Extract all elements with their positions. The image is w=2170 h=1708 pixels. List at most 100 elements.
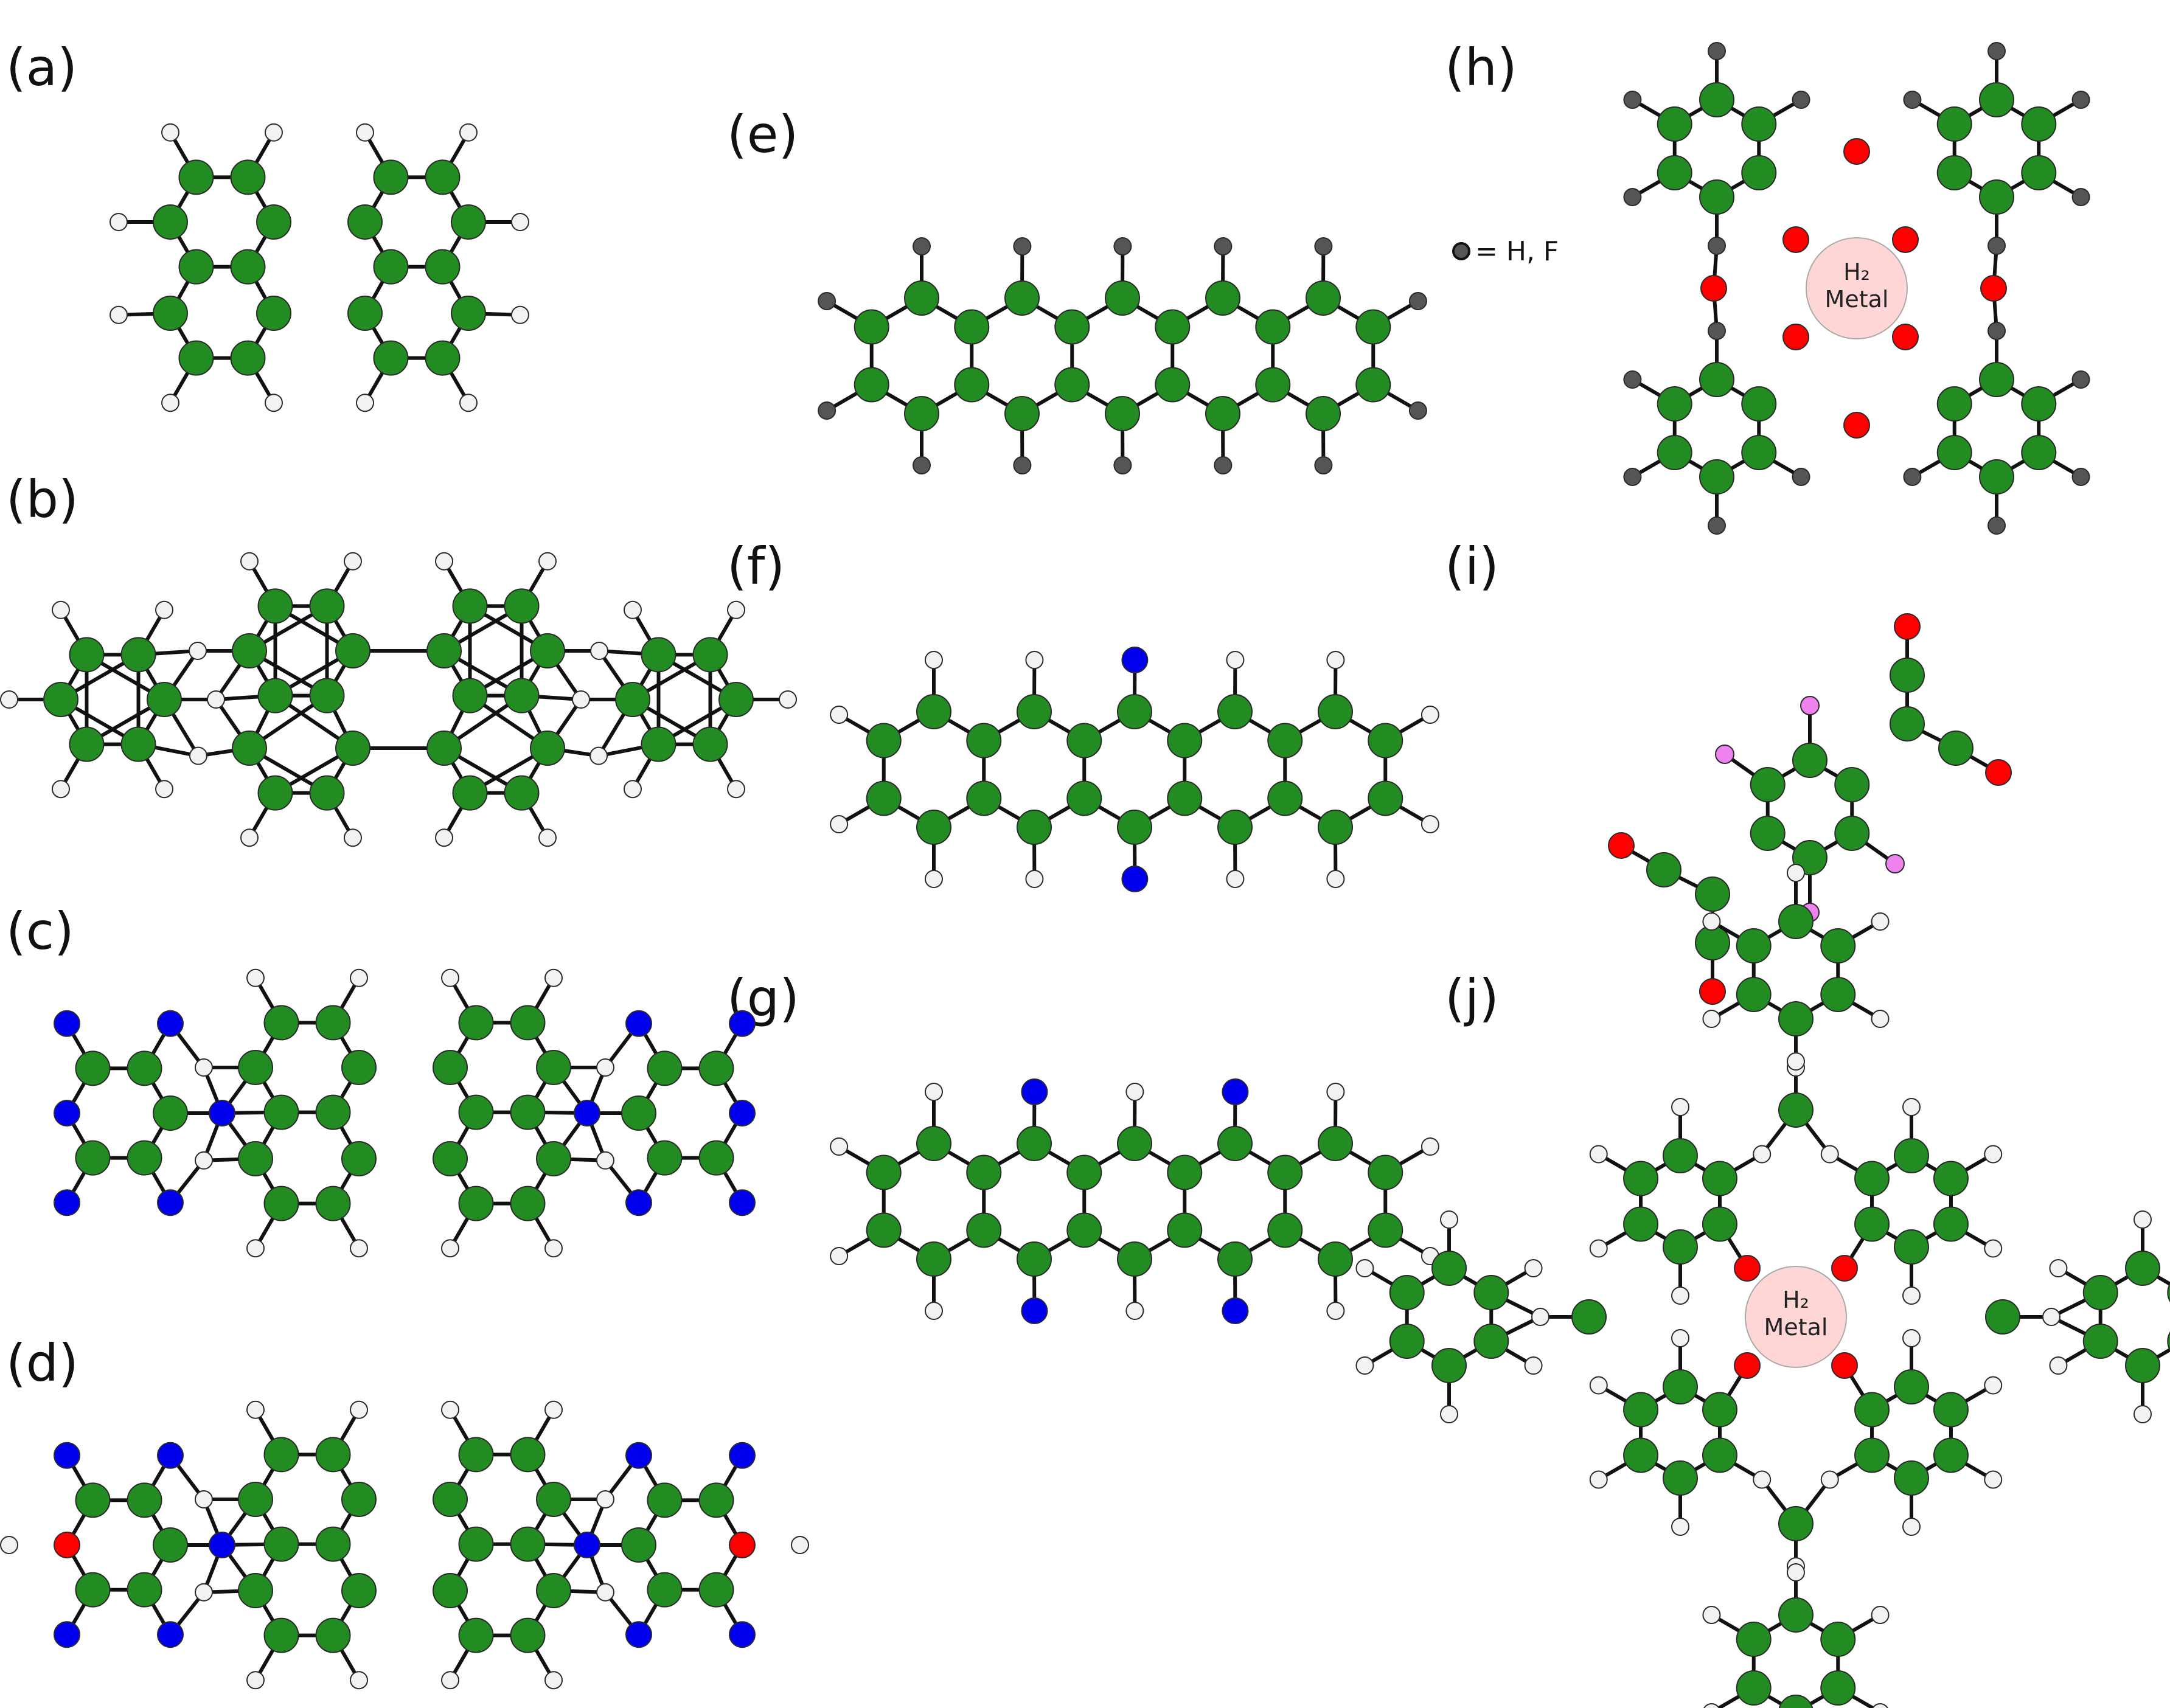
carbon-atom: [510, 1617, 546, 1653]
h-or-f-atom: [2071, 468, 2090, 486]
carbon-atom: [1736, 977, 1772, 1012]
carbon-atom: [1431, 1348, 1467, 1383]
carbon-atom: [615, 682, 650, 717]
carbon-atom: [1318, 694, 1353, 729]
atoms: [54, 968, 756, 1258]
carbon-atom: [866, 1212, 902, 1248]
hydrogen-atom: [830, 1247, 849, 1265]
carbon-atom: [315, 1186, 351, 1221]
carbon-atom: [1985, 1299, 2020, 1335]
h-or-f-atom: [1708, 516, 1726, 535]
carbon-atom: [315, 1094, 351, 1130]
carbon-atom: [1368, 1212, 1403, 1248]
oxygen-atom: [1831, 1352, 1858, 1379]
hydrogen-atom: [1531, 1308, 1549, 1326]
metal-center-h: H₂ Metal: [1806, 237, 1908, 339]
hydrogen-atom: [596, 1058, 614, 1077]
carbon-atom: [866, 780, 902, 816]
h-or-f-atom: [1013, 456, 1032, 474]
carbon-atom: [692, 726, 728, 762]
carbon-atom: [147, 682, 182, 717]
hydrogen-atom: [779, 690, 797, 709]
carbon-atom: [1657, 386, 1692, 422]
nitrogen-atom: [157, 1621, 184, 1648]
nitrogen-atom: [625, 1189, 652, 1217]
hydrogen-atom: [1902, 1518, 1921, 1536]
carbon-atom: [1389, 1324, 1425, 1359]
carbon-atom: [1741, 106, 1777, 142]
molecule-h: [1623, 42, 2090, 535]
carbon-atom: [954, 309, 990, 345]
carbon-atom: [1979, 362, 2014, 397]
hydrogen-atom: [356, 123, 374, 142]
nitrogen-atom: [574, 1532, 600, 1558]
carbon-atom: [1167, 780, 1203, 816]
carbon-atom: [1066, 1154, 1102, 1190]
hydrogen-atom: [1440, 1210, 1458, 1229]
h-or-f-atom: [2071, 370, 2090, 389]
hydrogen-atom: [2042, 1308, 2060, 1326]
hydrogen-atom: [441, 1239, 459, 1258]
carbon-atom: [178, 249, 214, 285]
hydrogen-atom: [1125, 1301, 1144, 1320]
dark-grey-atom-icon: [1452, 242, 1470, 260]
carbon-atom: [1979, 82, 2014, 117]
carbon-atom: [1267, 780, 1303, 816]
hydrogen-atom: [110, 305, 128, 324]
carbon-atom: [263, 1094, 299, 1130]
carbon-atom: [1894, 1460, 1929, 1496]
carbon-atom: [1741, 435, 1777, 470]
hydrogen-atom: [624, 600, 642, 619]
carbon-atom: [341, 1050, 377, 1085]
carbon-atom: [263, 1005, 299, 1041]
hydrogen-atom: [265, 394, 283, 412]
nitrogen-atom: [54, 1100, 80, 1127]
panel-label-c: (c): [6, 901, 74, 961]
bonds: [825, 245, 1420, 467]
carbon-atom: [916, 1126, 951, 1161]
hydrogen-atom: [1326, 651, 1345, 670]
h-or-f-atom: [1987, 516, 2006, 535]
carbon-atom: [621, 1095, 656, 1131]
hydrogen-atom: [1326, 1083, 1345, 1102]
carbon-atom: [153, 1095, 188, 1131]
hydrogen-atom: [1025, 651, 1044, 670]
hydrogen-atom: [2049, 1259, 2068, 1277]
h-or-f-atom: [1623, 370, 1642, 389]
carbon-atom: [75, 1050, 111, 1086]
carbon-atom: [433, 1050, 468, 1085]
carbon-atom: [1750, 816, 1786, 851]
h-or-f-atom: [1214, 237, 1233, 256]
molecule-i: [1608, 613, 2012, 1005]
molecule-e: [818, 237, 1427, 474]
h-or-f-atom: [1792, 91, 1810, 109]
carbon-atom: [1155, 367, 1191, 403]
nitrogen-atom: [54, 1442, 80, 1469]
carbon-atom: [1066, 723, 1102, 759]
oxygen-atom: [1699, 978, 1726, 1005]
carbon-atom: [1792, 743, 1827, 778]
carbon-atom: [315, 1617, 351, 1653]
h-or-f-atom: [1708, 322, 1726, 340]
carbon-atom: [1663, 1229, 1698, 1265]
carbon-atom: [1267, 723, 1303, 759]
carbon-atom: [1938, 731, 1974, 766]
carbon-atom: [1699, 82, 1734, 117]
hydrogen-atom: [1871, 1010, 1890, 1028]
carbon-atom: [1778, 1092, 1814, 1128]
carbon-atom: [1255, 367, 1291, 403]
carbon-atom: [510, 1437, 546, 1473]
oxygen-atom: [1734, 1255, 1761, 1282]
hydrogen-atom: [1787, 864, 1805, 882]
panel-label-i: (i): [1445, 536, 1499, 596]
carbon-atom: [1702, 1392, 1737, 1428]
carbon-atom: [1741, 386, 1777, 422]
carbon-atom: [966, 780, 1002, 816]
hydrogen-atom: [1787, 1563, 1805, 1581]
carbon-atom: [1663, 1138, 1698, 1173]
carbon-atom: [1699, 459, 1734, 495]
hydrogen-atom: [1125, 1083, 1144, 1102]
nitrogen-atom: [1021, 1297, 1048, 1324]
hydrogen-atom: [435, 828, 453, 847]
carbon-atom: [698, 1572, 734, 1608]
